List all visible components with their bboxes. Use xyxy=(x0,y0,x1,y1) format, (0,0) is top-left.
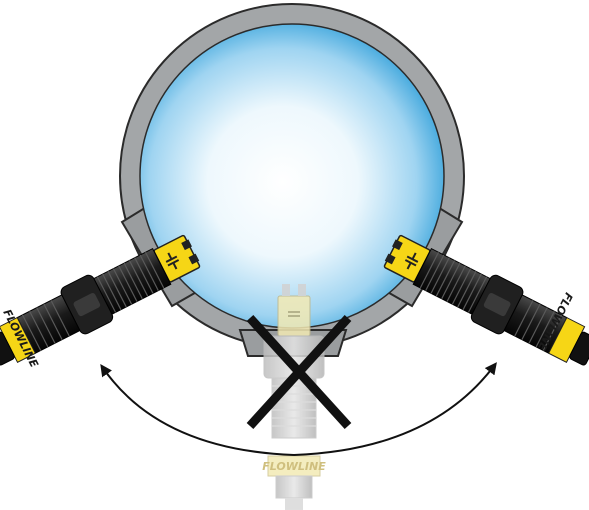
tank-liquid xyxy=(140,24,444,328)
right-rotation-arrow xyxy=(294,366,494,455)
bottom-sensor-brand: FLOWLINE xyxy=(262,460,326,473)
